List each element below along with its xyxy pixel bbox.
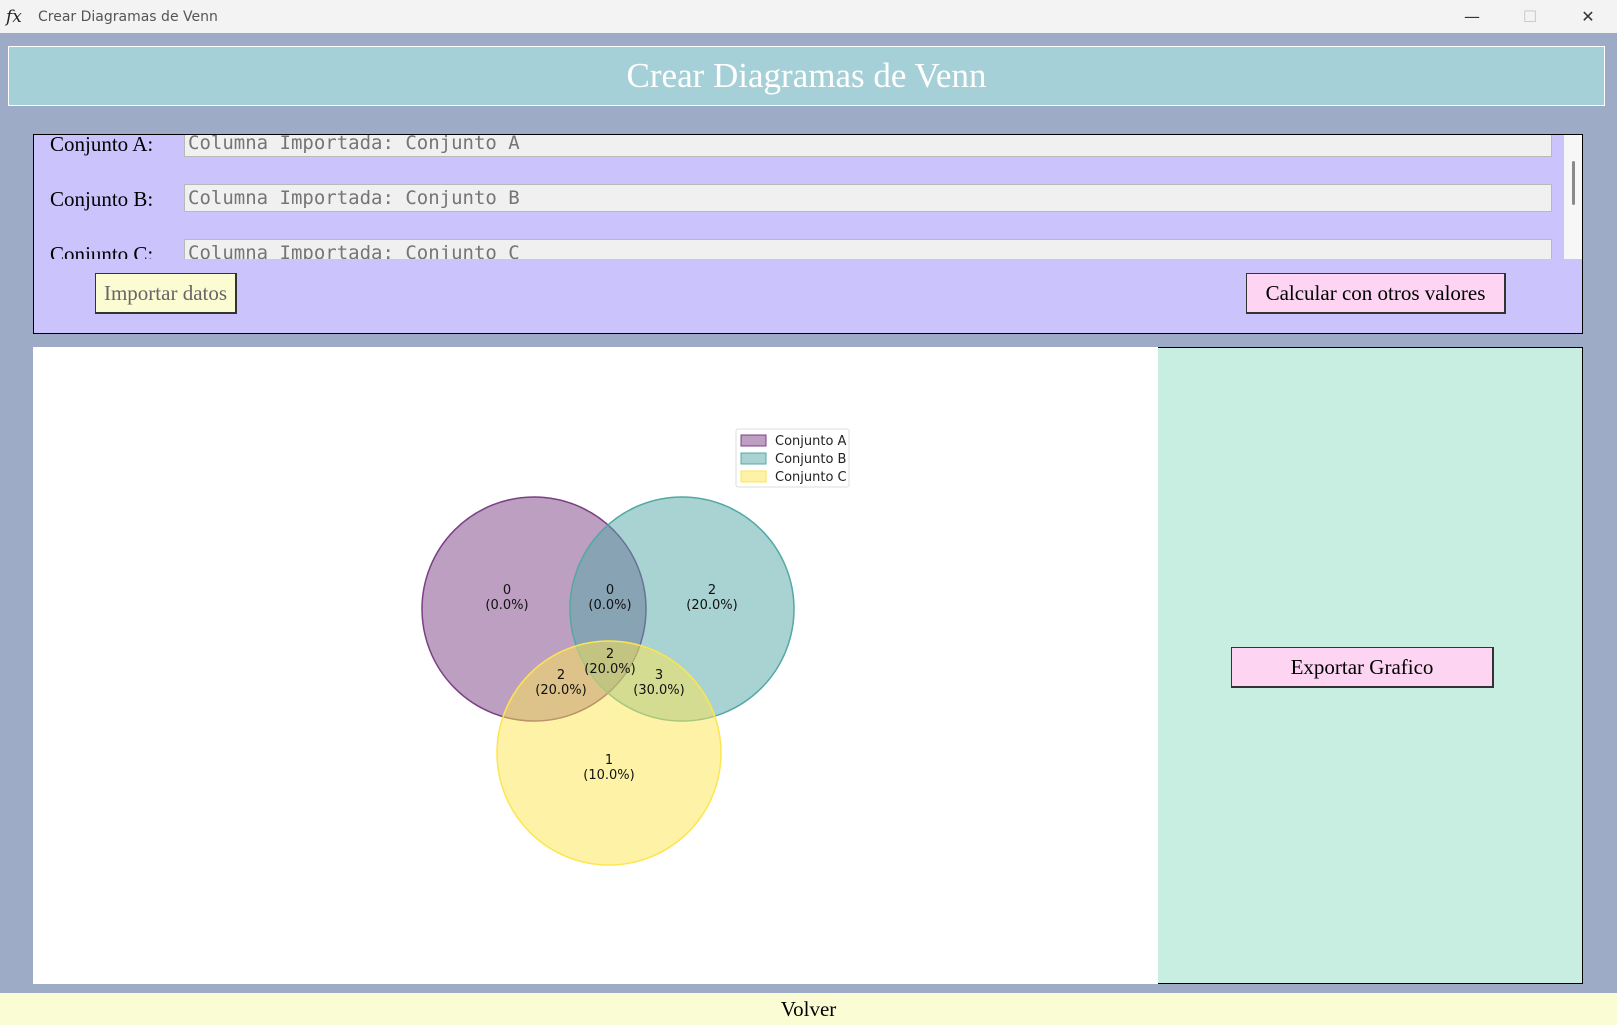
set-inputs-panel: Conjunto A: Conjunto B: Conjunto C: Impo… <box>33 134 1583 334</box>
set-row-a: Conjunto A: <box>34 135 1564 159</box>
venn-region-label-abc: 2(20.0%) <box>584 647 635 677</box>
legend-label: Conjunto C <box>775 470 847 485</box>
legend-swatch <box>740 452 767 465</box>
minimize-icon[interactable]: — <box>1464 7 1480 26</box>
close-icon[interactable]: ✕ <box>1581 7 1595 26</box>
set-inputs-scroll-area: Conjunto A: Conjunto B: Conjunto C: <box>34 135 1564 259</box>
set-row-b: Conjunto B: <box>34 184 1564 214</box>
venn-region-label-ac: 2(20.0%) <box>535 668 586 698</box>
legend-label: Conjunto B <box>775 452 846 467</box>
set-b-label: Conjunto B: <box>50 187 154 211</box>
legend-label: Conjunto A <box>775 434 847 449</box>
set-a-label: Conjunto A: <box>50 135 154 156</box>
venn-chart-area: 0(0.0%)0(0.0%)2(20.0%)2(20.0%)2(20.0%)3(… <box>33 347 1158 984</box>
venn-region-label-ab: 0(0.0%) <box>588 583 631 613</box>
page-title: Crear Diagramas de Venn <box>8 46 1605 106</box>
set-c-label: Conjunto C: <box>50 242 154 259</box>
calculate-other-values-button[interactable]: Calcular con otros valores <box>1246 273 1506 314</box>
vertical-scrollbar[interactable] <box>1564 135 1582 259</box>
venn-region-label-c: 1(10.0%) <box>583 753 634 783</box>
fx-icon: fx <box>6 6 22 27</box>
legend-swatch <box>740 434 767 447</box>
window-controls: — ☐ ✕ <box>1443 0 1617 33</box>
legend-swatch <box>740 470 767 483</box>
export-chart-button[interactable]: Exportar Grafico <box>1231 647 1494 688</box>
venn-region-label-a: 0(0.0%) <box>485 583 528 613</box>
set-a-input[interactable] <box>184 135 1552 157</box>
back-button[interactable]: Volver <box>0 993 1617 1025</box>
venn-diagram: 0(0.0%)0(0.0%)2(20.0%)2(20.0%)2(20.0%)3(… <box>421 428 850 866</box>
set-row-c: Conjunto C: <box>34 239 1564 259</box>
venn-region-label-bc: 3(30.0%) <box>633 668 684 698</box>
window-title: Crear Diagramas de Venn <box>38 8 218 25</box>
set-b-input[interactable] <box>184 184 1552 212</box>
export-panel: Exportar Grafico <box>1158 347 1583 984</box>
venn-circle-conjunto-c <box>496 640 722 866</box>
maximize-icon: ☐ <box>1522 7 1538 26</box>
set-c-input[interactable] <box>184 239 1552 259</box>
window-titlebar: fx Crear Diagramas de Venn — ☐ ✕ <box>0 0 1617 33</box>
venn-region-label-b: 2(20.0%) <box>686 583 737 613</box>
import-data-button[interactable]: Importar datos <box>95 273 237 314</box>
scrollbar-thumb[interactable] <box>1572 161 1575 205</box>
